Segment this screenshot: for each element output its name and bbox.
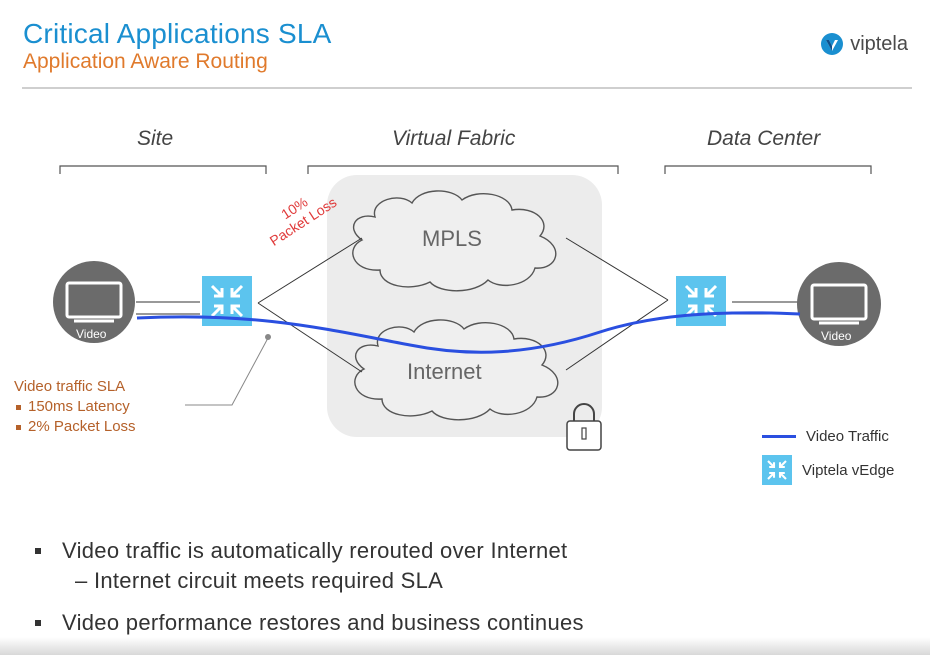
bullet-list: Video traffic is automatically rerouted …	[35, 535, 584, 639]
datacenter-vedge-router	[676, 276, 726, 326]
site-to-internet-link	[257, 302, 363, 373]
sla-item: 2% Packet Loss	[14, 417, 136, 437]
legend: Video Traffic Viptela vEdge	[762, 423, 894, 491]
mpls-label: MPLS	[422, 226, 482, 251]
datacenter-bracket	[664, 165, 872, 174]
sla-heading: Video traffic SLA	[14, 378, 126, 395]
sla-callout	[185, 337, 269, 406]
sla-callout-dot	[265, 334, 271, 340]
bullet-item: Video traffic is automatically rerouted …	[35, 535, 584, 567]
left-video-label: Video	[76, 327, 107, 341]
internet-to-dc-link	[565, 299, 669, 371]
section-label-data-center: Data Center	[707, 127, 821, 150]
slide-title: Critical Applications SLA	[23, 18, 332, 49]
bullet-text-1: Video traffic is automatically rerouted …	[62, 538, 568, 563]
sla-item: 150ms Latency	[14, 397, 136, 417]
legend-video-traffic: Video Traffic	[762, 423, 894, 449]
section-label-virtual-fabric: Virtual Fabric	[392, 127, 516, 150]
vedge-icon	[762, 455, 792, 485]
internet-label: Internet	[407, 359, 482, 384]
header-divider	[22, 87, 912, 89]
slide-subtitle: Application Aware Routing	[23, 50, 268, 73]
video-sla-box: Video traffic SLA 150ms Latency 2% Packe…	[14, 377, 136, 437]
sla-item-packet-loss: 2% Packet Loss	[28, 418, 136, 435]
logo-text: viptela	[850, 32, 908, 55]
right-video-label: Video	[821, 329, 852, 343]
sub-bullet-item: – Internet circuit meets required SLA	[75, 568, 444, 593]
bullet-text-2: Video performance restores and business …	[62, 610, 584, 635]
mpls-cloud	[352, 190, 557, 292]
legend-vedge: Viptela vEdge	[762, 455, 895, 485]
viptela-logo-icon	[821, 33, 844, 55]
network-diagram	[53, 165, 881, 451]
legend-traffic-line	[762, 434, 796, 438]
lock-icon	[566, 403, 602, 451]
section-label-site: Site	[137, 127, 174, 150]
right-video-device	[797, 262, 881, 346]
sla-item-latency: 150ms Latency	[28, 398, 130, 415]
video-traffic-path	[136, 311, 801, 354]
bottom-fade	[0, 637, 930, 655]
mpls-to-dc-link	[565, 237, 669, 301]
site-to-mpls-link	[257, 237, 363, 304]
bullet-item: Video performance restores and business …	[35, 607, 584, 639]
legend-video-traffic-label: Video Traffic	[806, 427, 889, 445]
left-video-device	[53, 261, 135, 343]
site-bracket	[59, 165, 267, 174]
viptela-logo: viptela	[820, 32, 908, 56]
legend-vedge-label: Viptela vEdge	[802, 461, 895, 479]
fabric-bracket	[307, 165, 619, 174]
